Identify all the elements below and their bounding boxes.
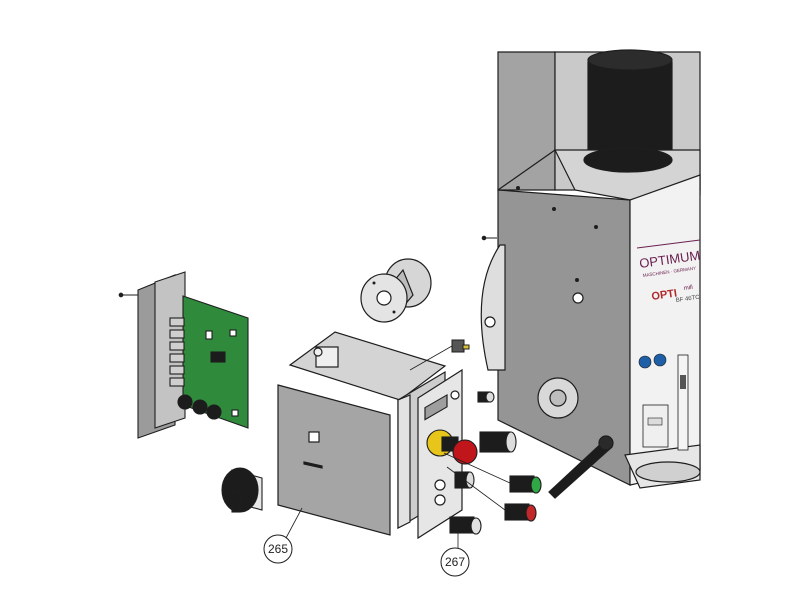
machine-head [480, 49, 701, 499]
electrical-box [288, 331, 463, 540]
emergency-stop-button [452, 439, 478, 465]
buttons [426, 391, 542, 535]
motor-collar [583, 147, 673, 173]
callout-267-label: 267 [445, 555, 465, 569]
head-control-plate [642, 404, 669, 448]
red-stop-button [525, 504, 537, 522]
motor-top [587, 49, 673, 71]
bolt [552, 207, 556, 211]
flange-hole [484, 316, 496, 328]
relay-stack [169, 317, 185, 387]
chip [229, 329, 237, 337]
bolt [594, 225, 598, 229]
safety-goggles-icon [638, 355, 652, 369]
small-knob [451, 339, 470, 353]
model-sub: mill [683, 285, 693, 292]
bolt [575, 278, 579, 282]
digital-readout-icon [647, 417, 663, 426]
green-start-button [530, 476, 542, 494]
chip [210, 351, 226, 363]
model-prefix: OPTI [651, 288, 678, 303]
main-switch [221, 467, 263, 513]
capacitor [177, 394, 193, 410]
green-start-button-housing [509, 475, 535, 493]
bolt [516, 186, 520, 190]
model-code: BF 46TC [675, 295, 700, 304]
depth-scale [677, 354, 689, 451]
capacitor [192, 399, 208, 415]
pcb-module [118, 271, 249, 439]
callout-267: 267 [440, 547, 470, 577]
spindle-nose [635, 461, 701, 483]
ear-protection-icon [653, 353, 667, 367]
callout-265: 265 [263, 534, 293, 564]
callout-265-label: 265 [268, 542, 288, 556]
depth-pointer [680, 375, 686, 389]
capacitor [206, 404, 222, 420]
head-flange [480, 244, 506, 371]
red-stop-button-housing [504, 503, 530, 521]
display-window [424, 393, 448, 421]
pin [481, 235, 497, 241]
cover-cutout [308, 431, 320, 443]
black-push-button [449, 516, 475, 534]
cable-spool [360, 258, 432, 323]
front-cover-panel [277, 384, 391, 536]
housing-hole [572, 292, 584, 304]
leader-lines [285, 345, 511, 548]
